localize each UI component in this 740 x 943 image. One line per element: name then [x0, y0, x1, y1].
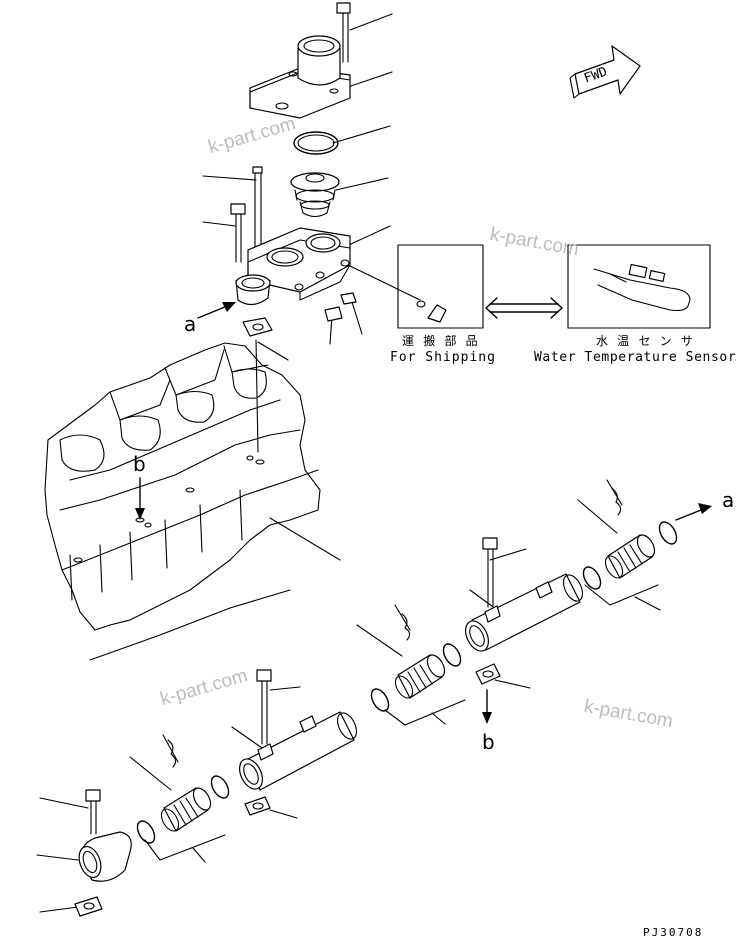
thermostat-housing [235, 227, 351, 306]
gasket-mid-right [475, 663, 501, 724]
plugs [324, 292, 357, 322]
diagram-code: PJ30708 [643, 926, 704, 939]
marker-b-bottom: b [482, 730, 495, 754]
housing-gasket [242, 317, 273, 453]
marker-a-top: a [184, 312, 197, 336]
sensor-box [567, 244, 711, 329]
hose-connector-mid [370, 643, 462, 712]
fwd-arrow [569, 45, 641, 99]
gasket-ring [293, 131, 339, 155]
arrow-a-top [197, 302, 236, 319]
marker-b-engine: b [133, 452, 146, 476]
thermostat-cover [249, 35, 351, 119]
engine-block [44, 342, 321, 661]
stud-bolt [230, 166, 263, 263]
shipping-label-en: For Shipping [390, 350, 496, 365]
hose-connector-low [136, 775, 230, 844]
double-arrow [485, 297, 563, 319]
shipping-label-jp: 運 搬 部 品 [402, 334, 479, 348]
shipping-box [397, 244, 484, 329]
sensor-label-jp: 水 温 セ ン サ [596, 334, 694, 348]
thermostat [290, 172, 340, 218]
hose-clamps [167, 487, 622, 768]
water-elbow [74, 789, 132, 917]
arrow-a-right [675, 503, 712, 521]
arrow-b-engine [135, 477, 145, 520]
water-pipe-mid [238, 669, 358, 791]
hose-connector-right [582, 521, 678, 590]
sensor-label-en: Water Temperature Sensor [534, 350, 737, 365]
bolt-top [336, 2, 351, 63]
water-pipe-right [464, 537, 584, 652]
marker-a-right: a [722, 488, 735, 512]
leader-lines [36, 13, 661, 913]
gasket-lower [244, 796, 271, 816]
